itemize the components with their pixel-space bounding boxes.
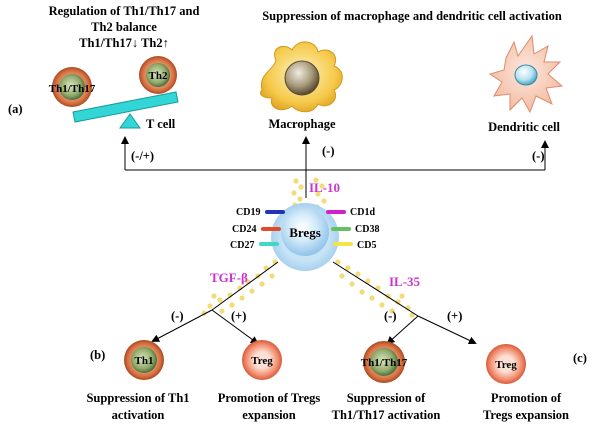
macrophage-effect: (-) (322, 144, 335, 158)
cd5-marker (333, 242, 353, 246)
surface-markers (259, 210, 353, 246)
balance-title-line3: Th1/Th17↓ Th2↑ (79, 36, 169, 50)
cd1d-label: CD1d (350, 207, 375, 218)
cd24-marker (261, 227, 281, 231)
panel-label-c: (c) (573, 351, 587, 365)
il10-label: IL-10 (309, 180, 340, 195)
th2-cell (139, 56, 177, 94)
th1-label: Th1 (135, 355, 154, 367)
treg-cell-right (486, 344, 526, 384)
treg-right-effect: (+) (447, 309, 462, 323)
panel-label-b: (b) (90, 348, 105, 362)
tgfb-label: TGF-β (210, 270, 248, 285)
cd24-label: CD24 (232, 224, 256, 235)
tcell-effect: (-/+) (131, 149, 154, 163)
treg-left-effect: (+) (231, 309, 246, 323)
balance-beam (72, 91, 179, 123)
th1-th17-cell-bottom (363, 341, 405, 383)
th1-th17-caption-line2: Th1/Th17 activation (332, 408, 441, 422)
th1-th17-caption-line1: Suppression of (347, 391, 426, 405)
panel-label-a: (a) (8, 102, 23, 116)
dendritic-nucleus (514, 64, 538, 86)
th1-th17-label-top: Th1/Th17 (49, 83, 96, 95)
cd27-label: CD27 (230, 240, 254, 251)
dendritic-label: Dendritic cell (488, 120, 560, 134)
balance-fulcrum (119, 113, 141, 129)
treg-right-caption-line1: Promotion of (491, 391, 562, 405)
th1-effect: (-) (171, 309, 184, 323)
bottom-connectors (151, 261, 477, 345)
th1-cell (124, 340, 164, 380)
treg-right-caption-line2: Tregs expansion (483, 408, 569, 422)
th2-label: Th2 (149, 70, 168, 82)
treg-label-left: Treg (251, 355, 273, 367)
treg-left-caption-line1: Promotion of Tregs (218, 391, 321, 405)
balance-title-line1: Regulation of Th1/Th17 and (49, 4, 200, 18)
cd19-marker (265, 210, 285, 214)
t-cell-label: T cell (146, 117, 176, 131)
th1-caption-line2: activation (112, 408, 165, 422)
top-connectors (121, 136, 549, 198)
cd5-label: CD5 (357, 240, 376, 251)
macrophage-dc-title: Suppression of macrophage and dendritic … (262, 9, 562, 23)
balance-title-line2: Th2 balance (91, 20, 157, 34)
dendritic-effect: (-) (532, 149, 545, 163)
th1-th17-label-bottom: Th1/Th17 (361, 357, 408, 369)
macrophage-label: Macrophage (268, 117, 336, 131)
il35-label: IL-35 (389, 274, 421, 289)
macrophage-nucleus (284, 60, 320, 96)
cd1d-marker (326, 210, 346, 214)
cd38-label: CD38 (355, 224, 379, 235)
bregs-cell (281, 208, 329, 256)
th1-th17-bottom-effect: (-) (384, 309, 397, 323)
treg-cell-left (242, 340, 282, 380)
cd38-marker (331, 227, 351, 231)
cd19-label: CD19 (236, 207, 260, 218)
treg-label-right: Treg (495, 359, 517, 371)
th1-th17-cell-top (52, 67, 92, 107)
bregs-label: Bregs (289, 225, 321, 240)
th1-caption-line1: Suppression of Th1 (86, 391, 189, 405)
cd27-marker (259, 242, 279, 246)
treg-left-caption-line2: expansion (242, 408, 296, 422)
